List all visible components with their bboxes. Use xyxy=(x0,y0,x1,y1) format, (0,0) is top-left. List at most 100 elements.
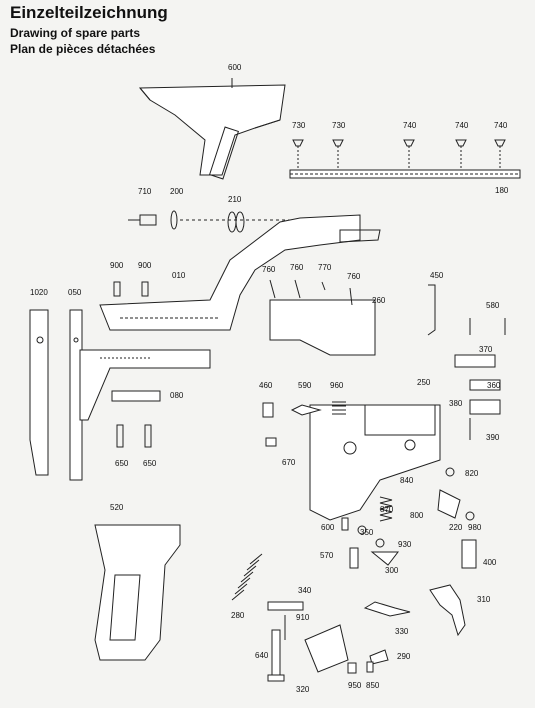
page-title: Einzelteilzeichnung xyxy=(10,3,168,22)
part-number-label: 740 xyxy=(494,121,508,130)
spring-280 xyxy=(231,553,263,601)
part-number-label: 820 xyxy=(465,469,479,478)
part-number-label: 770 xyxy=(318,263,332,272)
part-850 xyxy=(366,661,374,673)
part-460 xyxy=(262,402,274,418)
part-number-label: 590 xyxy=(298,381,312,390)
part-number-label: 650 xyxy=(143,459,157,468)
part-820 xyxy=(445,467,455,477)
part-number-label: 730 xyxy=(292,121,306,130)
part-number-label: 290 xyxy=(397,652,411,661)
part-number-label: 340 xyxy=(298,586,312,595)
part-number-label: 600 xyxy=(228,63,242,72)
part-number-label: 310 xyxy=(477,595,491,604)
part-number-label: 710 xyxy=(138,187,152,196)
part-spacer-210 xyxy=(227,211,245,233)
part-330 xyxy=(363,601,411,617)
part-block-370 xyxy=(454,354,496,368)
part-number-label: 570 xyxy=(320,551,334,560)
part-number-label: 350 xyxy=(360,528,374,537)
part-number-label: 800 xyxy=(410,511,424,520)
part-number-label: 050 xyxy=(68,288,82,297)
screw-640 xyxy=(271,629,281,676)
part-number-label: 760 xyxy=(290,263,304,272)
part-number-label: 380 xyxy=(449,399,463,408)
spring-960 xyxy=(332,401,346,415)
part-930 xyxy=(375,538,385,548)
part-pistol-grip xyxy=(94,524,181,661)
part-number-label: 740 xyxy=(403,121,417,130)
part-number-label: 390 xyxy=(486,433,500,442)
part-number-label: 080 xyxy=(170,391,184,400)
pins-760-770 xyxy=(269,279,353,306)
part-number-label: 930 xyxy=(398,540,412,549)
part-trigger-housing-250 xyxy=(309,404,441,521)
part-number-label: 580 xyxy=(486,301,500,310)
part-number-label: 460 xyxy=(259,381,273,390)
part-600-small xyxy=(341,517,349,531)
part-plate-260 xyxy=(269,229,381,356)
part-number-label: 1020 xyxy=(30,288,48,297)
part-number-label: 250 xyxy=(417,378,431,387)
part-340 xyxy=(267,601,304,611)
part-number-label: 640 xyxy=(255,651,269,660)
part-220 xyxy=(437,489,461,519)
part-sear-320 xyxy=(304,624,349,673)
part-number-label: 450 xyxy=(430,271,444,280)
part-number-label: 260 xyxy=(372,296,386,305)
part-number-label: 200 xyxy=(170,187,184,196)
part-number-label: 320 xyxy=(296,685,310,694)
screw-head-640 xyxy=(267,674,285,682)
part-number-label: 300 xyxy=(385,566,399,575)
part-cheekpiece xyxy=(138,84,286,180)
part-block-360 xyxy=(469,379,501,391)
part-number-label: 870 xyxy=(380,505,394,514)
part-number-label: 960 xyxy=(330,381,344,390)
part-number-label: 760 xyxy=(347,272,361,281)
screws-900 xyxy=(113,281,149,297)
part-stock-end xyxy=(79,349,211,421)
part-number-label: 840 xyxy=(400,476,414,485)
part-number-label: 370 xyxy=(479,345,493,354)
part-number-label: 650 xyxy=(115,459,129,468)
part-number-label: 900 xyxy=(110,261,124,270)
part-950 xyxy=(347,662,357,674)
part-buttplate-050 xyxy=(69,309,83,481)
part-rail xyxy=(289,169,521,179)
part-number-label: 850 xyxy=(366,681,380,690)
part-block-080 xyxy=(111,390,161,402)
screw-group-top xyxy=(292,139,506,170)
part-number-label: 980 xyxy=(468,523,482,532)
part-290 xyxy=(369,649,389,665)
part-number-label: 760 xyxy=(262,265,276,274)
part-number-label: 950 xyxy=(348,681,362,690)
part-number-label: 330 xyxy=(395,627,409,636)
part-number-label: 600 xyxy=(321,523,335,532)
part-buttplate-1020 xyxy=(29,309,49,476)
part-590 xyxy=(290,404,322,416)
part-number-label: 910 xyxy=(296,613,310,622)
part-number-label: 360 xyxy=(487,381,501,390)
pin-570 xyxy=(349,547,359,569)
part-670 xyxy=(265,437,277,447)
part-number-label: 740 xyxy=(455,121,469,130)
part-number-label: 730 xyxy=(332,121,346,130)
part-lever-450 xyxy=(427,284,436,336)
part-number-label: 010 xyxy=(172,271,186,280)
part-bolt-710 xyxy=(128,214,157,226)
part-number-label: 210 xyxy=(228,195,242,204)
parts-580 xyxy=(469,318,506,335)
part-washer-200 xyxy=(170,210,178,230)
part-number-label: 180 xyxy=(495,186,509,195)
spring-870 xyxy=(379,496,393,522)
part-980 xyxy=(465,511,475,521)
part-number-label: 670 xyxy=(282,458,296,467)
part-number-label: 520 xyxy=(110,503,124,512)
part-350 xyxy=(357,525,367,535)
part-block-380 xyxy=(469,399,501,415)
part-trigger-310 xyxy=(429,584,466,637)
screws-650 xyxy=(116,424,152,448)
part-number-label: 220 xyxy=(449,523,463,532)
